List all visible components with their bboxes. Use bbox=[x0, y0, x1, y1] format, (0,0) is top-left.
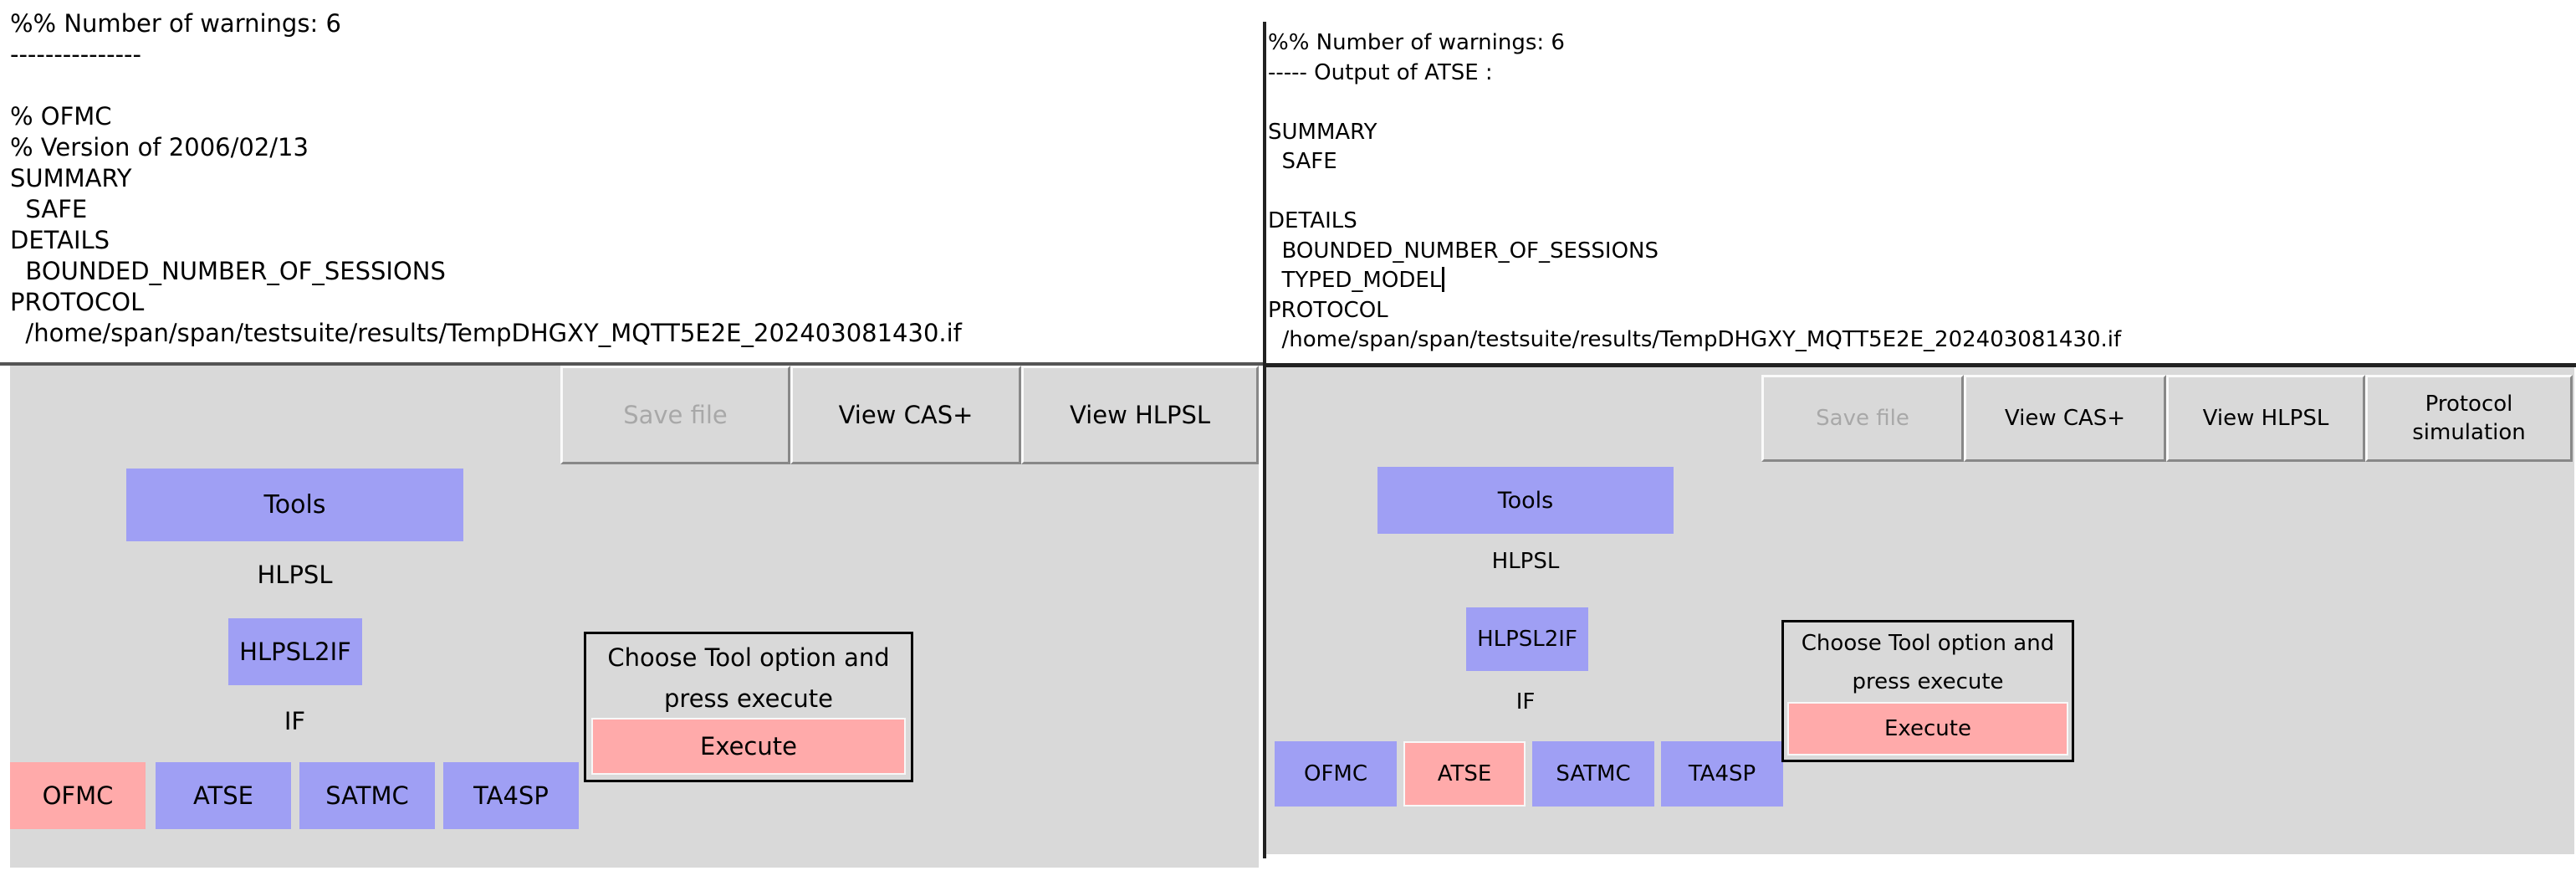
output-line: --------------- bbox=[10, 40, 141, 69]
tools-button[interactable]: Tools bbox=[126, 469, 463, 541]
execute-hint: Choose Tool option and press execute bbox=[607, 643, 890, 713]
atse-button[interactable]: ATSE bbox=[1403, 741, 1526, 807]
output-line: SAFE bbox=[10, 195, 88, 223]
output-line: DETAILS bbox=[10, 226, 110, 254]
if-label: IF bbox=[284, 707, 306, 735]
right-window: %% Number of warnings: 6 ----- Output of… bbox=[1263, 0, 2576, 886]
ta4sp-button[interactable]: TA4SP bbox=[443, 762, 579, 829]
tools-button[interactable]: Tools bbox=[1377, 467, 1674, 534]
output-text-area[interactable]: %% Number of warnings: 6 ---------------… bbox=[10, 8, 1263, 363]
hlpsl-label: HLPSL bbox=[257, 561, 333, 589]
view-cas-button[interactable]: View CAS+ bbox=[1964, 375, 2166, 462]
output-line: /home/span/span/testsuite/results/TempDH… bbox=[10, 319, 962, 347]
atse-button[interactable]: ATSE bbox=[156, 762, 291, 829]
text-cursor bbox=[1442, 267, 1445, 292]
left-window: %% Number of warnings: 6 ---------------… bbox=[0, 0, 1263, 886]
save-file-button[interactable]: Save file bbox=[1761, 375, 1964, 462]
view-hlpsl-button[interactable]: View HLPSL bbox=[2166, 375, 2365, 462]
ofmc-button[interactable]: OFMC bbox=[10, 762, 146, 829]
satmc-button[interactable]: SATMC bbox=[299, 762, 435, 829]
ta4sp-button[interactable]: TA4SP bbox=[1661, 741, 1783, 807]
hlpsl-label: HLPSL bbox=[1491, 549, 1560, 574]
pane-separator bbox=[0, 362, 1263, 366]
view-cas-button[interactable]: View CAS+ bbox=[790, 366, 1021, 464]
output-line: SUMMARY bbox=[10, 164, 132, 192]
output-line: % Version of 2006/02/13 bbox=[10, 133, 309, 161]
output-line: /home/span/span/testsuite/results/TempDH… bbox=[1268, 327, 2122, 352]
output-line: PROTOCOL bbox=[1268, 297, 1388, 323]
hlpsl2if-button[interactable]: HLPSL2IF bbox=[1466, 607, 1588, 671]
control-panel: Save file View CAS+ View HLPSL Protocol … bbox=[1263, 367, 2574, 854]
output-text-area[interactable]: %% Number of warnings: 6 ----- Output of… bbox=[1268, 28, 2576, 359]
execute-hint: Choose Tool option and press execute bbox=[1801, 631, 2055, 694]
execute-button[interactable]: Execute bbox=[1787, 702, 2068, 755]
output-line: PROTOCOL bbox=[10, 288, 145, 316]
if-label: IF bbox=[1515, 689, 1536, 714]
output-line: %% Number of warnings: 6 bbox=[10, 9, 341, 38]
output-line: BOUNDED_NUMBER_OF_SESSIONS bbox=[1268, 238, 1659, 264]
pane-separator bbox=[1263, 363, 2576, 367]
protocol-simulation-button[interactable]: Protocol simulation bbox=[2365, 375, 2573, 462]
save-file-button[interactable]: Save file bbox=[560, 366, 790, 464]
output-line: BOUNDED_NUMBER_OF_SESSIONS bbox=[10, 257, 446, 285]
satmc-button[interactable]: SATMC bbox=[1532, 741, 1654, 807]
output-line: ----- Output of ATSE : bbox=[1268, 59, 1493, 85]
hlpsl2if-button[interactable]: HLPSL2IF bbox=[228, 618, 362, 685]
execute-box: Choose Tool option and press execute Exe… bbox=[1781, 620, 2074, 762]
view-hlpsl-button[interactable]: View HLPSL bbox=[1021, 366, 1259, 464]
ofmc-button[interactable]: OFMC bbox=[1275, 741, 1397, 807]
output-line: SUMMARY bbox=[1268, 119, 1377, 145]
output-line: TYPED_MODEL bbox=[1268, 268, 1442, 293]
output-line: SAFE bbox=[1268, 149, 1337, 174]
output-line: % OFMC bbox=[10, 102, 112, 131]
output-line: %% Number of warnings: 6 bbox=[1268, 30, 1565, 55]
window-divider bbox=[1263, 22, 1266, 858]
execute-box: Choose Tool option and press execute Exe… bbox=[584, 632, 913, 782]
execute-button[interactable]: Execute bbox=[591, 718, 906, 775]
output-line: DETAILS bbox=[1268, 208, 1357, 233]
control-panel: Save file View CAS+ View HLPSL Tools HLP… bbox=[10, 366, 1259, 868]
